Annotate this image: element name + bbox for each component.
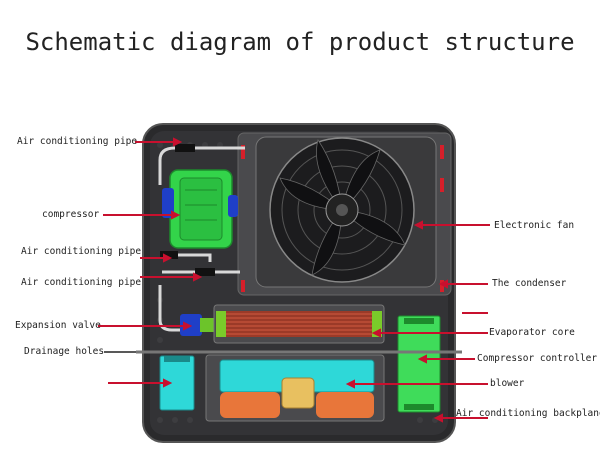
evaporator-core xyxy=(213,304,385,344)
label-electronic-fan: Electronic fan xyxy=(494,220,575,231)
compressor-controller xyxy=(397,315,441,413)
diagram-title: Schematic diagram of product structure xyxy=(25,28,575,56)
blower-unit xyxy=(205,354,385,422)
label-air-pipe-2: Air conditioning pipe xyxy=(21,246,142,257)
label-compressor: compressor xyxy=(42,209,100,220)
label-blower: blower xyxy=(490,378,525,389)
label-evaporator-core: Evaporator core xyxy=(489,327,575,338)
label-air-pipe-1: Air conditioning pipe xyxy=(17,136,138,147)
pointer-lines xyxy=(98,137,490,423)
label-compressor-controller: Compressor controller xyxy=(477,353,598,364)
condenser-clamps xyxy=(241,145,444,292)
label-expansion-valve: Expansion valve xyxy=(15,320,101,331)
label-drainage-holes: Drainage holes xyxy=(24,346,105,357)
compressor-unit xyxy=(162,169,238,249)
label-air-pipe-3: Air conditioning pipe xyxy=(21,277,142,288)
fan-blades xyxy=(279,139,406,276)
label-backplane: Air conditioning backplane xyxy=(456,408,600,419)
label-condenser: The condenser xyxy=(492,278,567,289)
